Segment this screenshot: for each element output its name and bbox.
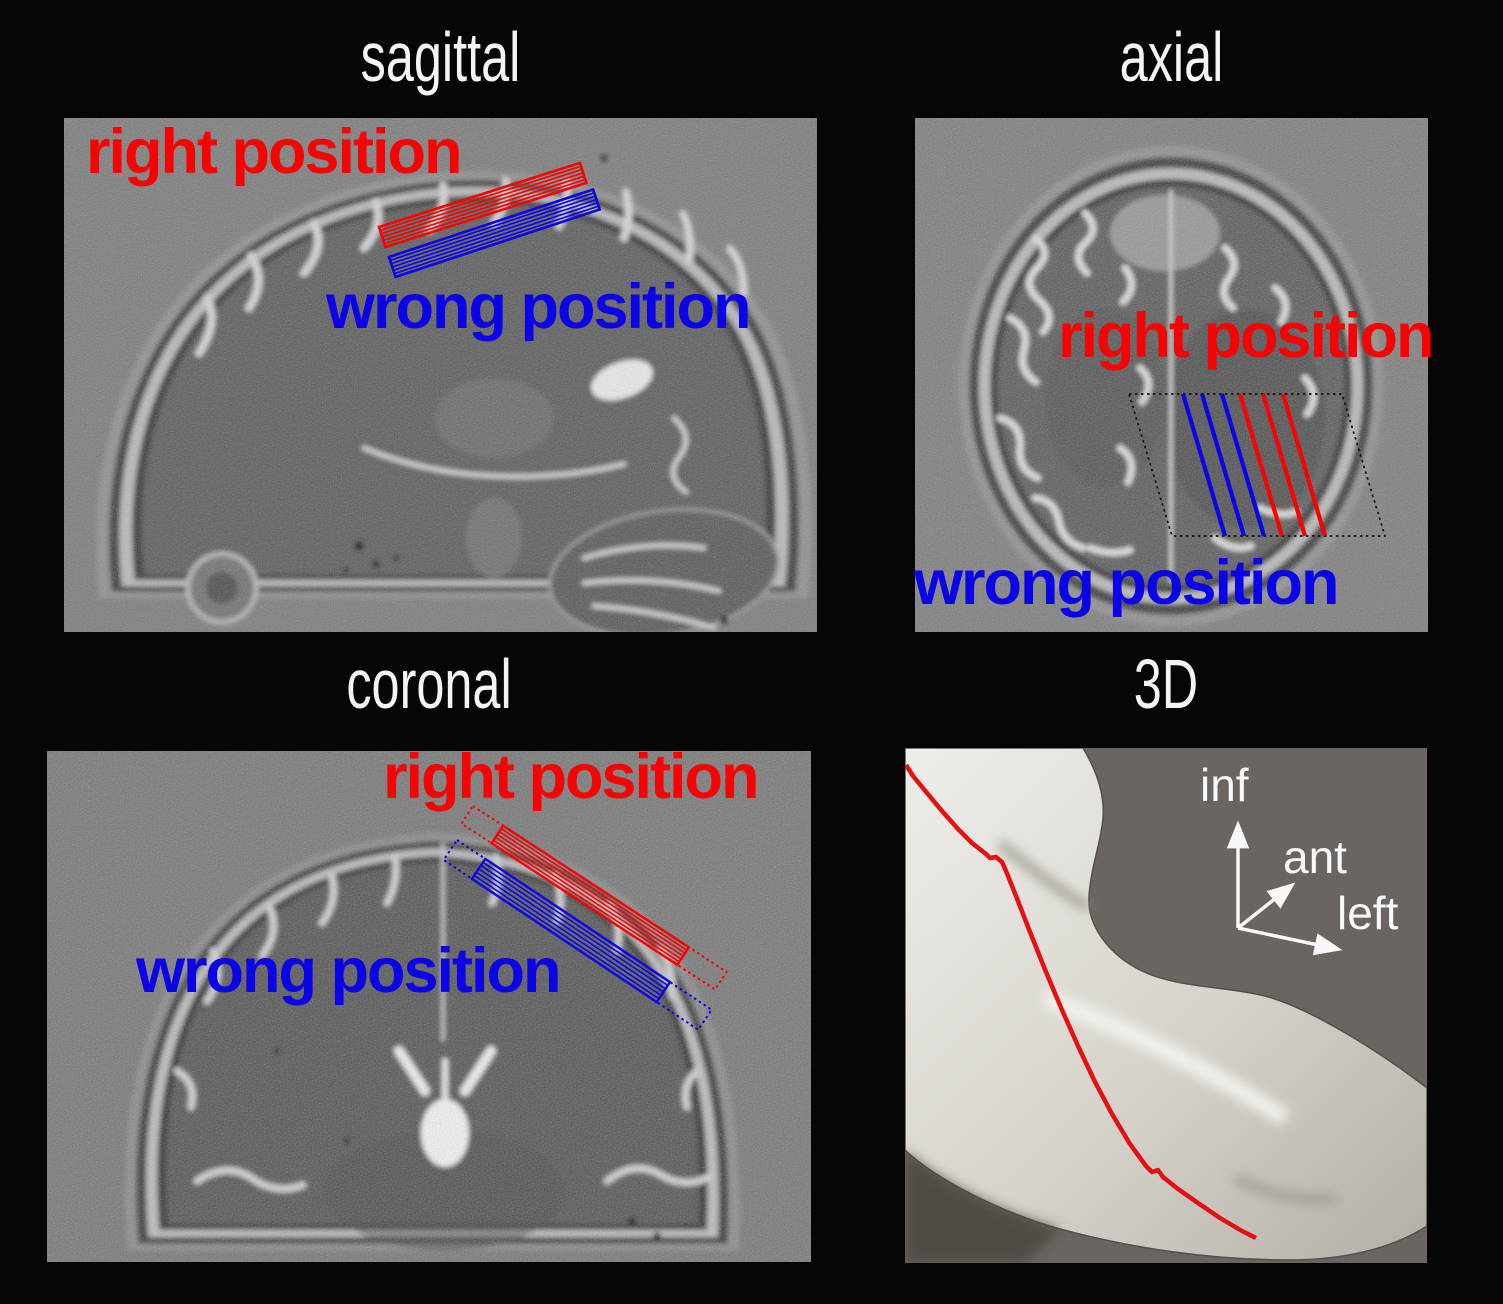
axial-slices-right <box>1237 393 1328 537</box>
coronal-right-position-label: right position <box>383 742 759 812</box>
coronal-slab-wrong <box>442 838 713 1032</box>
volume3d-surface <box>905 748 1427 1263</box>
sagittal-mri-image <box>64 118 817 632</box>
volume3d-title: 3D <box>1133 645 1199 723</box>
sagittal-slice-stack-right <box>377 161 589 249</box>
coronal-slab-right <box>460 804 728 991</box>
sagittal-noise-overlay <box>64 118 817 632</box>
sagittal-slice-stack-wrong <box>387 187 602 279</box>
axial-wrong-position-label: wrong position <box>914 548 1339 618</box>
axial-mri-image <box>915 118 1428 632</box>
axial-noise-overlay <box>915 118 1428 632</box>
axis-label-left: left <box>1337 887 1399 939</box>
axial-slice-plan <box>1127 393 1387 537</box>
sagittal-wrong-position-label: wrong position <box>326 272 751 342</box>
axis-label-inferior: inf <box>1200 759 1249 811</box>
axial-slice-plan-box <box>1127 393 1387 537</box>
axial-title: axial <box>1119 18 1224 96</box>
coronal-title: coronal <box>346 645 512 723</box>
volume3d-surface-image <box>905 748 1427 1263</box>
axis-label-anterior: ant <box>1283 831 1347 883</box>
axis-arrow-anterior <box>1236 882 1296 930</box>
coronal-noise-overlay <box>47 751 811 1262</box>
axial-slices-wrong <box>1180 393 1267 537</box>
electrode-trace-line <box>905 763 1258 1241</box>
axis-arrow-left <box>1237 926 1343 956</box>
axial-right-position-label: right position <box>1058 301 1434 371</box>
sagittal-title: sagittal <box>360 18 521 96</box>
coronal-wrong-position-label: wrong position <box>136 936 561 1006</box>
orientation-axes <box>1226 820 1343 956</box>
sagittal-right-position-label: right position <box>86 117 462 187</box>
coronal-mri-image <box>47 751 811 1262</box>
